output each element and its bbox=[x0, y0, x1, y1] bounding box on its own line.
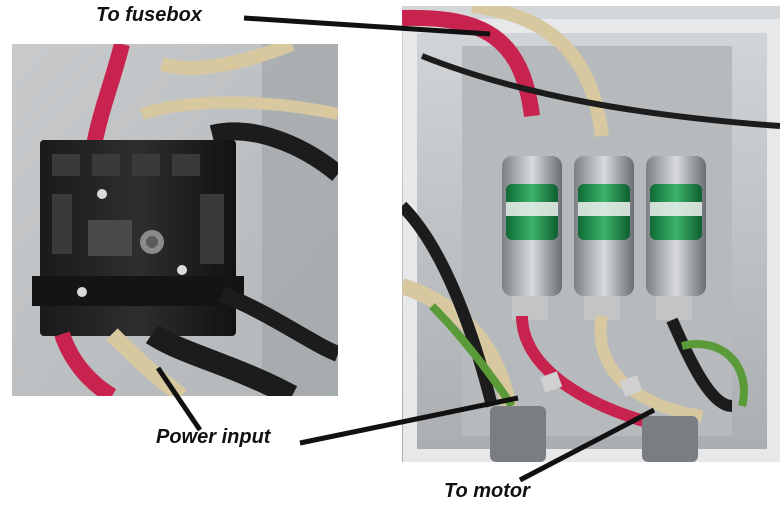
fuse-holder-3 bbox=[646, 156, 706, 296]
fuse-holder-1 bbox=[502, 156, 562, 296]
leader-to-motor bbox=[518, 407, 656, 483]
leader-power-input-right bbox=[299, 395, 519, 446]
fuse-holder-2 bbox=[574, 156, 634, 296]
photo-fuse-box bbox=[402, 6, 780, 462]
photo-switch-block bbox=[12, 44, 338, 396]
label-to-motor: To motor bbox=[444, 480, 530, 502]
leader-to-fusebox bbox=[243, 15, 491, 37]
fuse-box-illustration bbox=[402, 6, 780, 462]
leader-power-input-left bbox=[155, 366, 203, 432]
switch-block-illustration bbox=[12, 44, 338, 396]
label-to-fusebox: To fusebox bbox=[96, 4, 202, 26]
label-power-input: Power input bbox=[156, 426, 271, 448]
